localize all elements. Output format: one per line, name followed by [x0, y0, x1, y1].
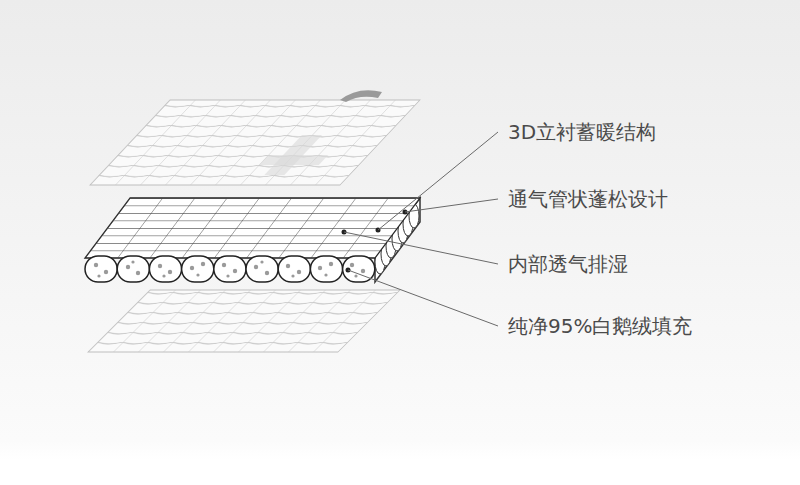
down-dot: [291, 274, 294, 277]
down-dot: [196, 273, 199, 276]
down-dot: [168, 270, 172, 274]
down-dot: [158, 264, 162, 268]
down-dot: [190, 266, 194, 270]
down-dot: [162, 274, 165, 277]
down-dot: [318, 266, 322, 270]
down-dot: [222, 263, 226, 267]
leader-line: [378, 132, 498, 230]
down-dot: [131, 260, 134, 263]
callout-dots: [342, 210, 408, 273]
down-dot: [265, 271, 269, 275]
tube-end: [214, 256, 246, 282]
leader-line: [405, 199, 498, 212]
down-dot: [260, 260, 263, 263]
tube-end: [149, 256, 181, 282]
down-dot: [136, 271, 140, 275]
sheet-face: [90, 100, 420, 185]
down-dot: [254, 265, 258, 269]
tube-top: [85, 198, 420, 258]
sheet-quilting: [90, 100, 420, 185]
sheet-shadow: [264, 135, 322, 175]
callout-label: 3D立衬蓄暖结构: [508, 120, 656, 144]
tube-end: [310, 256, 342, 282]
bottom-sheet: [88, 290, 400, 352]
tube-end: [117, 256, 149, 282]
down-dot: [226, 274, 229, 277]
sheet-corner-fold: [340, 90, 382, 102]
down-dot: [361, 269, 365, 273]
down-dot: [201, 262, 205, 266]
down-dot: [297, 270, 301, 274]
down-dot: [324, 273, 327, 276]
down-dot: [97, 274, 100, 277]
down-dot: [126, 265, 130, 269]
down-dot: [329, 262, 333, 266]
down-dot: [286, 264, 290, 268]
sheet-quilting: [88, 290, 400, 352]
tube-front: [85, 256, 375, 282]
down-dot: [350, 263, 354, 267]
tube-end: [246, 256, 278, 282]
tube-end: [278, 256, 310, 282]
tube-top-face: [85, 198, 420, 258]
sheet-face: [88, 290, 400, 352]
tube-layer: [85, 198, 420, 282]
leader-line: [344, 232, 498, 264]
down-dot: [104, 270, 108, 274]
down-dot: [354, 274, 357, 277]
leader-line: [348, 270, 498, 326]
down-dot: [233, 269, 237, 273]
down-dot: [94, 263, 98, 267]
tube-top-seams: [85, 198, 420, 258]
callout-label: 纯净95%白鹅绒填充: [508, 314, 692, 338]
tube-end: [85, 256, 117, 282]
callout-label: 通气管状蓬松设计: [508, 187, 668, 211]
down-dots: [94, 260, 365, 277]
leader-lines: [344, 132, 498, 326]
callout-label: 内部透气排湿: [508, 252, 628, 276]
top-sheet: [90, 100, 420, 185]
tube-end: [182, 256, 214, 282]
